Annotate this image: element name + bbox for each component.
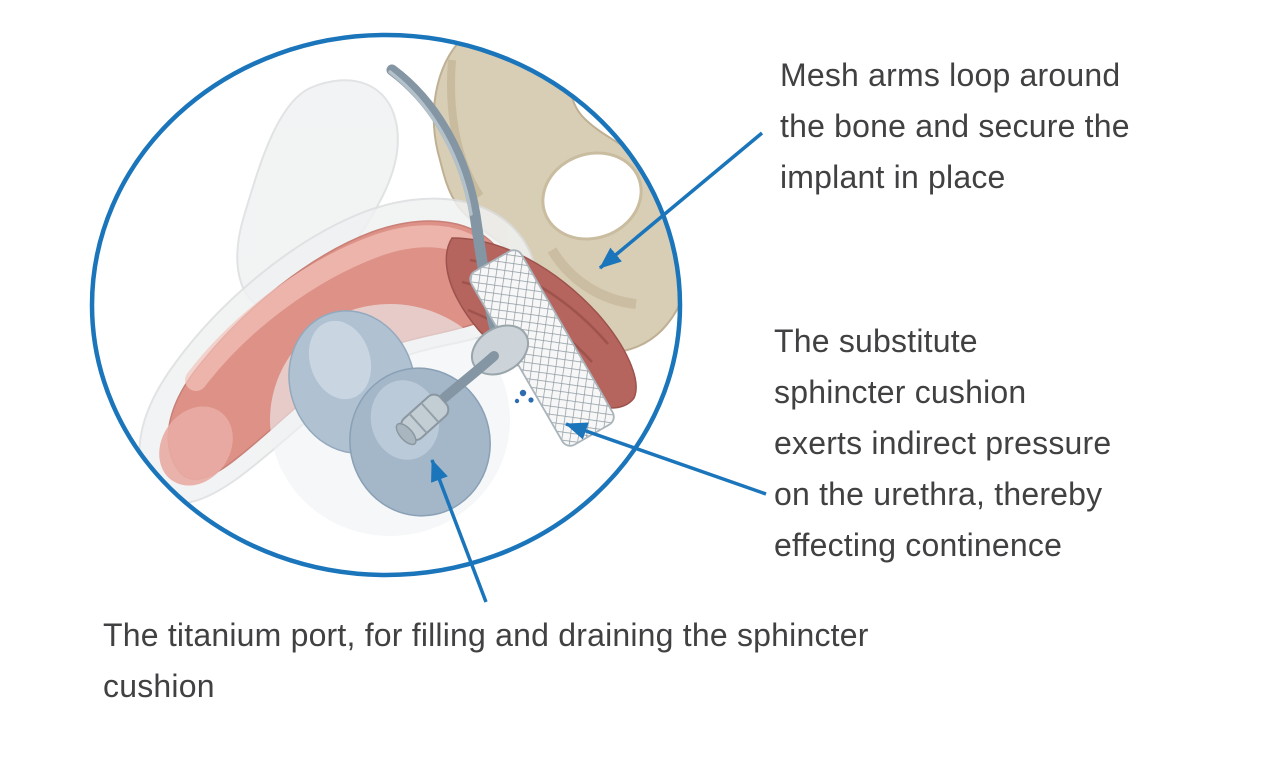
circle-frame xyxy=(89,32,683,578)
port-tube xyxy=(439,351,499,403)
annotation-mesh-arms: Mesh arms loop around the bone and secur… xyxy=(780,57,1130,195)
anatomy-group xyxy=(138,35,680,536)
obturator-foramen xyxy=(541,151,643,241)
annotation-sphincter-cushion: The substitute sphincter cushion exerts … xyxy=(774,323,1112,563)
annotation-titanium-port: The titanium port, for filling and drain… xyxy=(103,617,869,704)
arrow-mesh-arms xyxy=(598,131,764,270)
titanium-port xyxy=(395,393,450,446)
arrow-sphincter-cushion xyxy=(565,422,767,496)
scrotum xyxy=(270,304,510,536)
pelvic-bone xyxy=(432,35,680,353)
arrow-titanium-port xyxy=(430,459,488,603)
